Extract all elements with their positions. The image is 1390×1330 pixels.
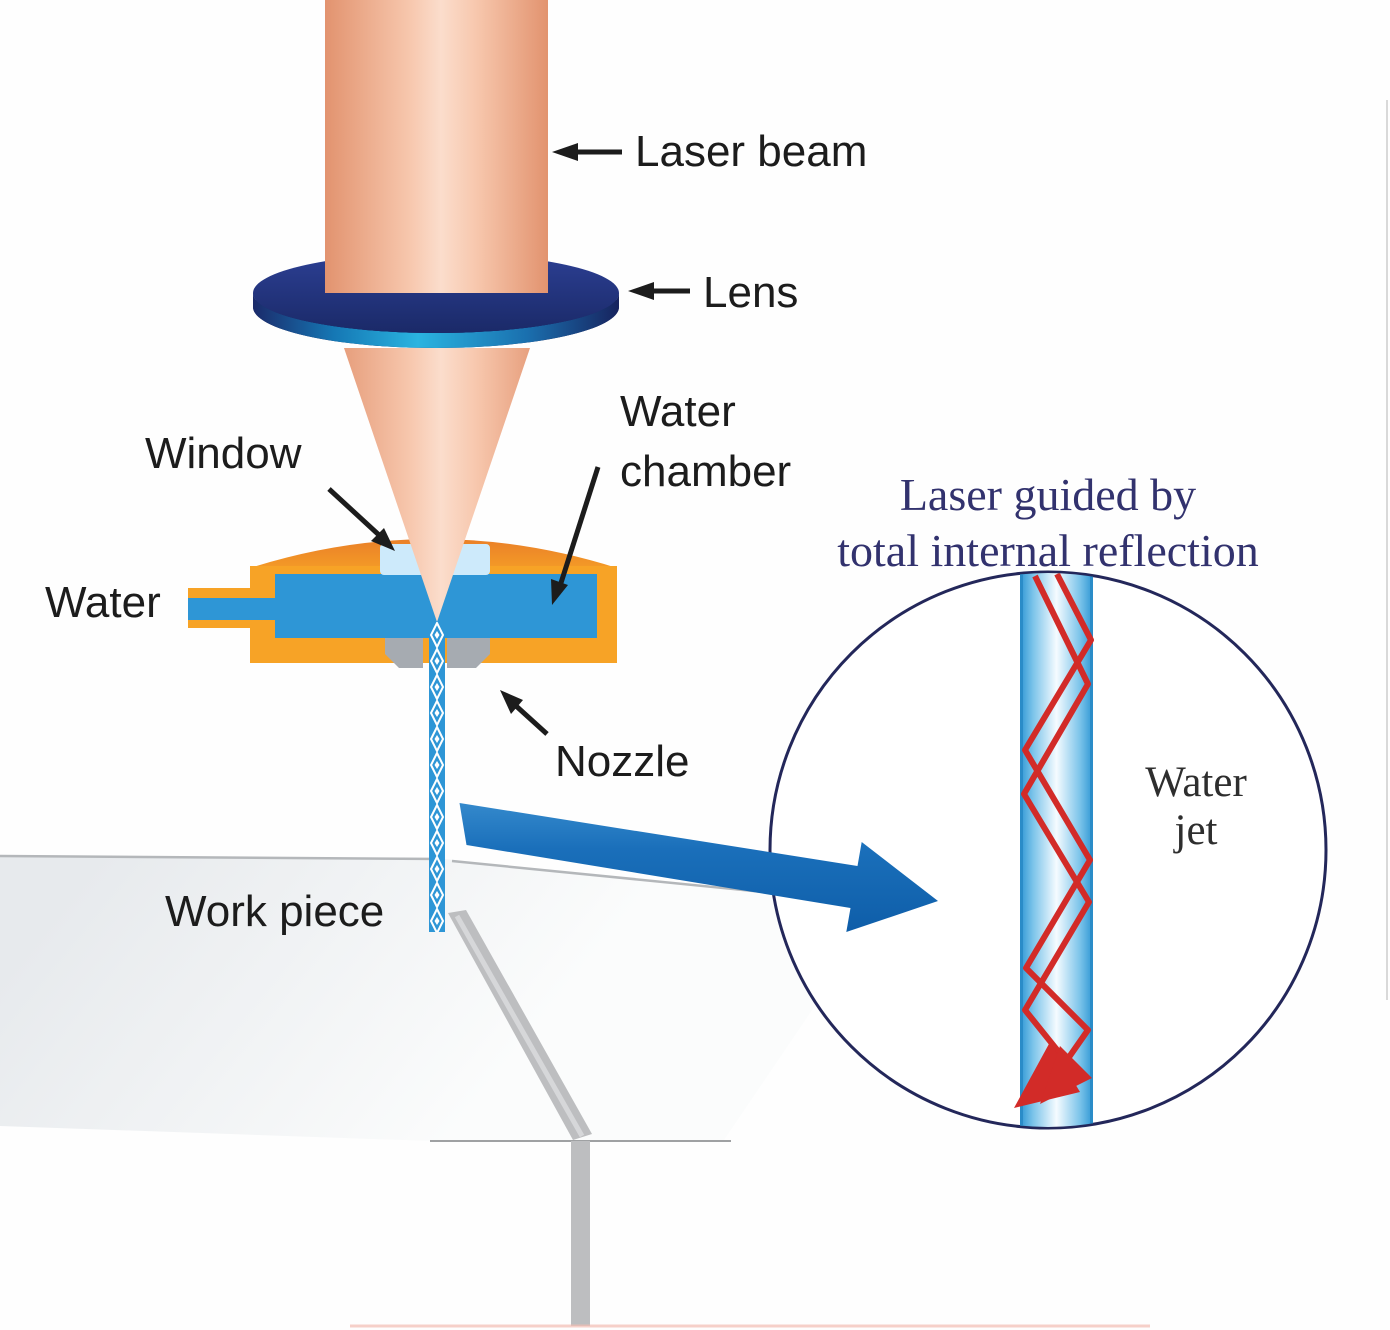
nozzle-arrowhead bbox=[500, 690, 523, 714]
nozzle-label: Nozzle bbox=[555, 737, 690, 786]
work-piece-surface bbox=[0, 856, 884, 1141]
laser-rays bbox=[1021, 573, 1094, 1092]
window-arrow-line bbox=[327, 487, 381, 537]
lens-rim bbox=[253, 293, 619, 348]
black-labels: Laser beam Lens Window Water chamber Wat… bbox=[45, 127, 867, 936]
water-inlet-flow bbox=[188, 598, 280, 620]
work-piece bbox=[0, 854, 885, 1326]
nozzle-left-block bbox=[385, 638, 423, 668]
inset-column-left-wall bbox=[1020, 573, 1023, 1127]
label-arrows bbox=[327, 149, 690, 736]
work-piece-label: Work piece bbox=[165, 887, 384, 936]
lens-front-face bbox=[253, 293, 619, 333]
water-chamber-label-line2: chamber bbox=[620, 447, 791, 496]
inset-jet-label: Water jet bbox=[1145, 759, 1247, 854]
laser-exit-arrowhead-2 bbox=[1040, 1046, 1092, 1104]
nozzle-arrow-line bbox=[513, 703, 549, 736]
laser-beam-label: Laser beam bbox=[635, 127, 867, 176]
inset-detail bbox=[768, 570, 1328, 1130]
kerf-cut-highlight bbox=[454, 914, 585, 1138]
inset-title-line1: Laser guided by bbox=[900, 469, 1196, 520]
lens-arrowhead bbox=[628, 282, 654, 300]
water-chamber-arrowhead bbox=[551, 579, 568, 605]
zoom-arrow bbox=[459, 803, 938, 932]
inset-title-line2: total internal reflection bbox=[837, 525, 1258, 576]
window-arrowhead bbox=[371, 528, 395, 551]
inset-title: Laser guided by total internal reflectio… bbox=[837, 469, 1258, 576]
window-label: Window bbox=[145, 429, 302, 478]
lens-label: Lens bbox=[703, 268, 798, 317]
inset-column-right-wall bbox=[1090, 573, 1093, 1127]
water-chamber-label-line1: Water bbox=[620, 387, 736, 436]
water-jet bbox=[429, 622, 445, 932]
laser-ray-2 bbox=[1022, 573, 1094, 1092]
focusing-cone bbox=[344, 348, 530, 622]
laser-beam-column bbox=[325, 0, 548, 296]
label-arrowheads bbox=[371, 143, 654, 714]
work-piece-top-edge-left bbox=[0, 854, 445, 861]
water-inlet-label: Water bbox=[45, 578, 161, 627]
water-jet-pattern bbox=[429, 622, 445, 932]
laser-beam-arrowhead bbox=[552, 143, 578, 161]
inset-jet-label-line1: Water bbox=[1145, 759, 1247, 806]
kerf-cut-front bbox=[571, 1141, 590, 1326]
lens-and-beam bbox=[253, 0, 619, 348]
inset-jet-label-line2: jet bbox=[1173, 807, 1218, 854]
laser-exit-arrow bbox=[1014, 1042, 1092, 1108]
laser-ray-1 bbox=[1021, 574, 1092, 1068]
nozzle-right-block bbox=[447, 638, 490, 668]
water-chamber-arrow-line bbox=[557, 466, 601, 587]
